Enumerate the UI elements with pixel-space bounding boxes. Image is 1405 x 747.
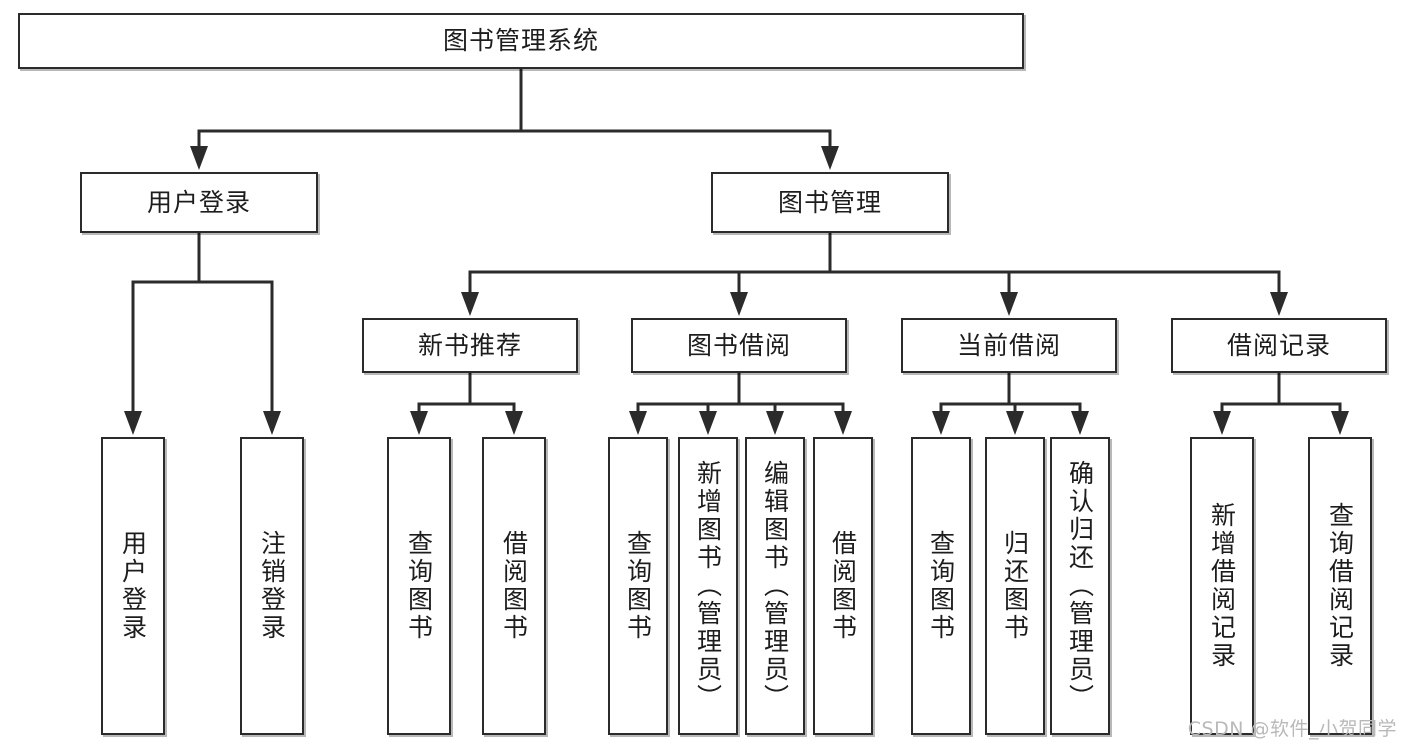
- arrowhead-arrow-leaf-7: [766, 411, 784, 435]
- node-user-login[interactable]: 用户登录: [80, 172, 318, 233]
- arrowhead-arrow-current: [1000, 292, 1018, 316]
- leaf-leaf-edit-book-admin[interactable]: 编辑图书（管理员）: [745, 437, 805, 735]
- node-label: 借阅记录: [1226, 330, 1331, 360]
- node-label: 编辑图书（管理员）: [760, 460, 790, 712]
- node-book-manage[interactable]: 图书管理: [711, 172, 949, 233]
- leaf-leaf-borrow-book[interactable]: 借阅图书: [813, 437, 873, 735]
- leaf-leaf-borrow-book-recommend[interactable]: 借阅图书: [482, 437, 546, 735]
- arrowhead-arrow-leaf-12: [1213, 411, 1231, 435]
- arrowhead-arrow-recommend: [461, 292, 479, 316]
- node-borrow-record[interactable]: 借阅记录: [1171, 318, 1387, 373]
- arrowhead-arrow-borrow: [730, 292, 748, 316]
- leaf-leaf-add-borrow-record[interactable]: 新增借阅记录: [1190, 437, 1254, 735]
- node-label: 用户登录: [118, 530, 148, 642]
- arrowhead-arrow-leaf-5: [629, 411, 647, 435]
- arrowhead-arrow-leaf-3: [410, 411, 428, 435]
- leaf-leaf-query-borrow-record[interactable]: 查询借阅记录: [1308, 437, 1372, 735]
- arrowhead-arrow-leaf-9: [932, 411, 950, 435]
- arrowhead-arrow-user-login: [190, 146, 208, 170]
- leaf-leaf-query-book-current[interactable]: 查询图书: [911, 437, 971, 735]
- node-book-borrow[interactable]: 图书借阅: [631, 318, 847, 373]
- node-label: 确认归还（管理员）: [1065, 460, 1095, 712]
- node-label: 查询图书: [404, 530, 434, 642]
- node-label: 图书管理系统: [442, 26, 599, 56]
- arrowhead-arrow-leaf-8: [834, 411, 852, 435]
- leaf-leaf-query-book-borrow[interactable]: 查询图书: [608, 437, 668, 735]
- arrowhead-arrow-record: [1270, 292, 1288, 316]
- leaf-leaf-confirm-return-admin[interactable]: 确认归还（管理员）: [1050, 437, 1110, 735]
- node-label: 借阅图书: [499, 530, 529, 642]
- node-label: 查询图书: [623, 530, 653, 642]
- node-label: 查询图书: [926, 530, 956, 642]
- leaf-leaf-return-book[interactable]: 归还图书: [985, 437, 1045, 735]
- arrowhead-arrow-leaf-13: [1331, 411, 1349, 435]
- node-label: 用户登录: [146, 187, 251, 217]
- node-root[interactable]: 图书管理系统: [18, 13, 1024, 69]
- node-label: 图书借阅: [686, 330, 791, 360]
- node-label: 注销登录: [257, 530, 287, 642]
- arrowhead-arrow-leaf-11: [1071, 411, 1089, 435]
- node-label: 图书管理: [777, 187, 882, 217]
- leaf-leaf-user-login[interactable]: 用户登录: [101, 437, 165, 735]
- arrowhead-arrow-leaf-1: [124, 411, 142, 435]
- node-label: 归还图书: [1000, 530, 1030, 642]
- node-label: 借阅图书: [828, 530, 858, 642]
- arrowhead-arrow-leaf-6: [699, 411, 717, 435]
- node-label: 当前借阅: [956, 330, 1061, 360]
- node-new-book-recommend[interactable]: 新书推荐: [362, 318, 578, 373]
- node-label: 新书推荐: [417, 330, 522, 360]
- arrowhead-arrow-leaf-4: [505, 411, 523, 435]
- node-label: 新增借阅记录: [1207, 502, 1237, 670]
- arrowhead-arrow-leaf-10: [1006, 411, 1024, 435]
- leaf-leaf-user-logout[interactable]: 注销登录: [240, 437, 304, 735]
- node-label: 新增图书（管理员）: [693, 460, 723, 712]
- node-label: 查询借阅记录: [1325, 502, 1355, 670]
- arrowhead-arrow-leaf-2: [263, 411, 281, 435]
- leaf-leaf-add-book-admin[interactable]: 新增图书（管理员）: [678, 437, 738, 735]
- leaf-leaf-query-book-recommend[interactable]: 查询图书: [387, 437, 451, 735]
- arrowhead-arrow-book-manage: [821, 146, 839, 170]
- node-current-borrow[interactable]: 当前借阅: [901, 318, 1117, 373]
